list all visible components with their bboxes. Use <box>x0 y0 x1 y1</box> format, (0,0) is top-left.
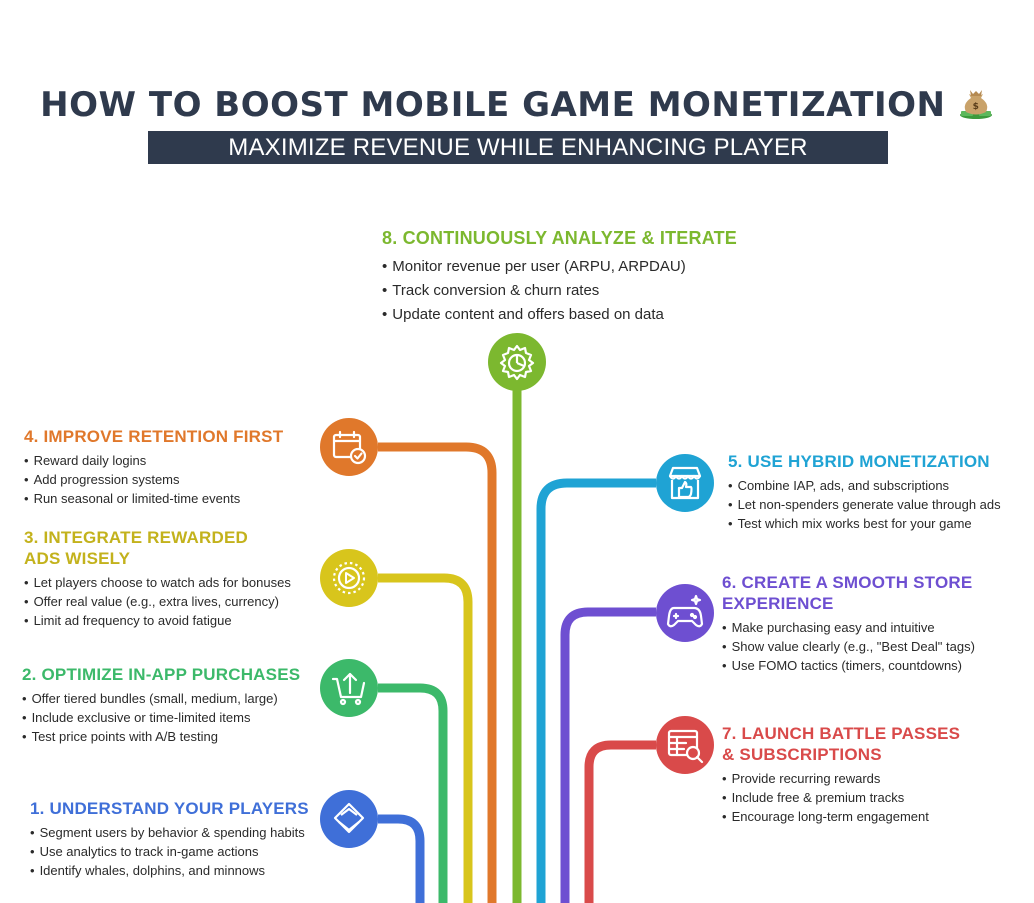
step-1-title: 1. UNDERSTAND YOUR PLAYERS <box>30 799 309 818</box>
step-5-bullet-2: Let non-spenders generate value through … <box>728 495 1001 514</box>
step-7-node <box>656 716 714 774</box>
step-6-bullet-1: Make purchasing easy and intuitive <box>722 618 975 637</box>
connector-line-4 <box>378 442 497 903</box>
step-3-bullet-2: Offer real value (e.g., extra lives, cur… <box>24 592 291 611</box>
step-3-node <box>320 549 378 607</box>
step-3-title-line-2: ADS WISELY <box>24 549 131 568</box>
table-search-icon <box>656 716 714 774</box>
subtitle-banner: MAXIMIZE REVENUE WHILE ENHANCING PLAYER … <box>148 131 888 194</box>
step-4-bullet-3: Run seasonal or limited-time events <box>24 489 283 508</box>
step-8-title: 8. CONTINUOUSLY ANALYZE & ITERATE <box>382 228 737 248</box>
connector-line-5 <box>536 478 656 903</box>
step-8-bullet-2: Track conversion & churn rates <box>382 279 737 303</box>
step-7-title: 7. LAUNCH BATTLE PASSES & SUBSCRIPTIONS <box>722 723 960 765</box>
connector-line-7 <box>584 740 656 903</box>
step-6-node <box>656 584 714 642</box>
step-4-bullet-2: Add progression systems <box>24 470 283 489</box>
step-5-title: 5. USE HYBRID MONETIZATION <box>728 452 990 471</box>
step-2-bullet-2: Include exclusive or time-limited items <box>22 708 300 727</box>
step-1-bullet-3: Identify whales, dolphins, and minnows <box>30 861 309 880</box>
step-6-block: 6. CREATE A SMOOTH STORE EXPERIENCE Make… <box>722 572 975 675</box>
step-6-title-line-2: EXPERIENCE <box>722 594 834 613</box>
step-8-bullet-1: Monitor revenue per user (ARPU, ARPDAU) <box>382 255 737 279</box>
step-8-block: 8. CONTINUOUSLY ANALYZE & ITERATE Monito… <box>382 228 737 327</box>
step-3-title-line-1: 3. INTEGRATE REWARDED <box>24 528 248 547</box>
connector-line-1 <box>378 814 425 903</box>
step-2-bullet-3: Test price points with A/B testing <box>22 727 300 746</box>
step-5-block: 5. USE HYBRID MONETIZATION Combine IAP, … <box>728 451 1001 533</box>
connector-line-6 <box>560 607 656 903</box>
step-2-title: 2. OPTIMIZE IN-APP PURCHASES <box>22 665 301 684</box>
step-2-bullet-1: Offer tiered bundles (small, medium, lar… <box>22 689 300 708</box>
step-7-title-line-1: 7. LAUNCH BATTLE PASSES <box>722 724 961 743</box>
step-2-node <box>320 659 378 717</box>
step-7-block: 7. LAUNCH BATTLE PASSES & SUBSCRIPTIONS … <box>722 723 960 826</box>
step-4-title: 4. IMPROVE RETENTION FIRST <box>24 427 284 446</box>
step-7-bullet-2: Include free & premium tracks <box>722 788 960 807</box>
step-8-bullet-3: Update content and offers based on data <box>382 303 737 327</box>
step-8-node <box>488 333 546 391</box>
step-7-title-line-2: & SUBSCRIPTIONS <box>722 745 882 764</box>
connector-line-2 <box>378 683 448 903</box>
money-bag-icon: $ <box>958 84 994 120</box>
step-5-bullet-3: Test which mix works best for your game <box>728 514 1001 533</box>
step-1-bullet-2: Use analytics to track in-game actions <box>30 842 309 861</box>
svg-text:$: $ <box>972 102 979 112</box>
step-3-bullet-1: Let players choose to watch ads for bonu… <box>24 573 291 592</box>
play-video-icon <box>320 549 378 607</box>
gear-chart-icon <box>488 333 546 391</box>
step-3-title: 3. INTEGRATE REWARDED ADS WISELY <box>24 527 291 569</box>
step-7-bullet-1: Provide recurring rewards <box>722 769 960 788</box>
step-1-bullet-1: Segment users by behavior & spending hab… <box>30 823 309 842</box>
step-6-title: 6. CREATE A SMOOTH STORE EXPERIENCE <box>722 572 975 614</box>
connector-line-3 <box>378 573 473 903</box>
calendar-check-icon <box>320 418 378 476</box>
step-1-node <box>320 790 378 848</box>
step-6-bullet-2: Show value clearly (e.g., "Best Deal" ta… <box>722 637 975 656</box>
store-thumbs-up-icon <box>656 454 714 512</box>
step-3-bullet-3: Limit ad frequency to avoid fatigue <box>24 611 291 630</box>
step-5-node <box>656 454 714 512</box>
step-3-block: 3. INTEGRATE REWARDED ADS WISELY Let pla… <box>24 527 291 630</box>
step-2-block: 2. OPTIMIZE IN-APP PURCHASES Offer tiere… <box>22 664 300 746</box>
page-title: HOW TO BOOST MOBILE GAME MONETIZATION $ <box>0 84 1034 125</box>
step-4-node <box>320 418 378 476</box>
step-4-block: 4. IMPROVE RETENTION FIRST Reward daily … <box>24 426 283 508</box>
cart-arrow-icon <box>320 659 378 717</box>
title-text: HOW TO BOOST MOBILE GAME MONETIZATION <box>40 85 946 125</box>
step-6-title-line-1: 6. CREATE A SMOOTH STORE <box>722 573 973 592</box>
step-5-bullet-1: Combine IAP, ads, and subscriptions <box>728 476 1001 495</box>
step-4-bullet-1: Reward daily logins <box>24 451 283 470</box>
step-6-bullet-3: Use FOMO tactics (timers, countdowns) <box>722 656 975 675</box>
layers-icon <box>320 790 378 848</box>
gamepad-icon <box>656 584 714 642</box>
step-1-block: 1. UNDERSTAND YOUR PLAYERS Segment users… <box>30 798 309 880</box>
step-7-bullet-3: Encourage long-term engagement <box>722 807 960 826</box>
